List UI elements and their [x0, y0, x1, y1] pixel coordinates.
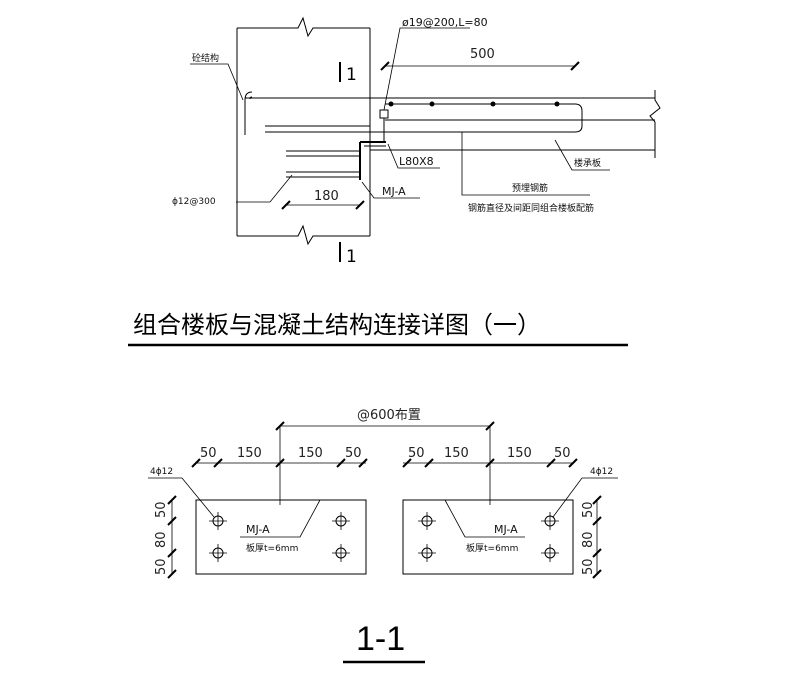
vdims-left: 50 80 50: [154, 495, 177, 579]
floor-label: 楼承板: [574, 157, 601, 169]
dim-right-1: 50: [408, 446, 425, 461]
pre-rebar-label: 预埋钢筋: [512, 182, 548, 194]
section-mark-top-label: 1: [346, 65, 357, 85]
section-mark-bottom: 1: [339, 242, 357, 267]
plate-right-label: MJ-A: [494, 523, 518, 536]
plate-left-thickness: 板厚t=6mm: [246, 542, 298, 554]
dim-left-1: 50: [200, 446, 217, 461]
spacing-label: @600布置: [357, 408, 421, 423]
rebar-dot: [554, 101, 560, 107]
section-mark-top: 1: [339, 62, 357, 85]
plate-right: MJ-A 板厚t=6mm 4ɸ12: [402, 467, 618, 575]
plate-left: MJ-A 板厚t=6mm 4ɸ12: [148, 467, 367, 575]
floor-slab: [244, 90, 661, 158]
dim-right-4: 50: [554, 446, 571, 461]
dim-right-2: 150: [444, 446, 469, 461]
bolt-label-left: 4ɸ12: [150, 467, 173, 477]
dims-right: 50 150 150 50: [402, 446, 578, 468]
dim-180-text: 180: [314, 189, 339, 204]
anchor-bars: [286, 150, 360, 178]
dim-left-3: 150: [298, 446, 323, 461]
rebar-note: 钢筋直径及间距同组合楼板配筋: [468, 202, 594, 214]
dimension-180: 180: [281, 189, 365, 210]
rebar-dot: [388, 101, 394, 107]
dims-left: 50 150 150 50: [191, 446, 368, 468]
dim-500-text: 500: [470, 47, 495, 62]
bottom-detail: @600布置 50 150 150 50 50 150 150 50: [148, 408, 618, 579]
rebar-dots: [388, 101, 560, 107]
vdim-right-1: 50: [581, 501, 596, 518]
top-detail: 1 1 500 180 ø19@200,L=80 砼结构: [172, 16, 661, 267]
bolt-label-right: 4ɸ12: [590, 467, 613, 477]
bolt-holes-left: [209, 512, 350, 562]
stirrup-label: ɸ12@300: [172, 197, 216, 207]
vdims-right: 50 80 50: [581, 495, 602, 579]
vdim-left-2: 80: [154, 531, 169, 548]
embed-label: MJ-A: [382, 185, 406, 198]
angle-label: L80X8: [399, 155, 434, 168]
spacing-dimension: @600布置: [275, 408, 495, 505]
rebar-dot: [429, 101, 435, 107]
section-mark-bottom-label: 1: [346, 247, 357, 267]
angle-steel: [359, 141, 386, 180]
concrete-label: 砼结构: [192, 52, 219, 64]
dimension-500: 500: [380, 47, 580, 71]
top-title: 组合楼板与混凝土结构连接详图（一）: [128, 311, 628, 347]
vdim-right-2: 80: [581, 531, 596, 548]
shear-stud: [379, 109, 389, 142]
dim-left-2: 150: [237, 446, 262, 461]
bottom-title: 1-1: [343, 620, 425, 664]
concrete-wall: [236, 16, 371, 246]
leaders: ø19@200,L=80 砼结构 L80X8 MJ-A 楼承板 ɸ12@300 …: [172, 16, 610, 214]
dim-right-3: 150: [507, 446, 532, 461]
bottom-title-text: 1-1: [356, 620, 405, 658]
bolt-holes-right: [418, 512, 559, 562]
rebar-label: ø19@200,L=80: [402, 16, 488, 29]
plate-left-label: MJ-A: [246, 523, 270, 536]
dim-left-4: 50: [345, 446, 362, 461]
vdim-left-3: 50: [154, 558, 169, 575]
vdim-left-1: 50: [154, 501, 169, 518]
top-title-text: 组合楼板与混凝土结构连接详图（一）: [133, 311, 541, 339]
plate-right-thickness: 板厚t=6mm: [466, 542, 518, 554]
vdim-right-3: 50: [581, 558, 596, 575]
rebar-dot: [490, 101, 496, 107]
